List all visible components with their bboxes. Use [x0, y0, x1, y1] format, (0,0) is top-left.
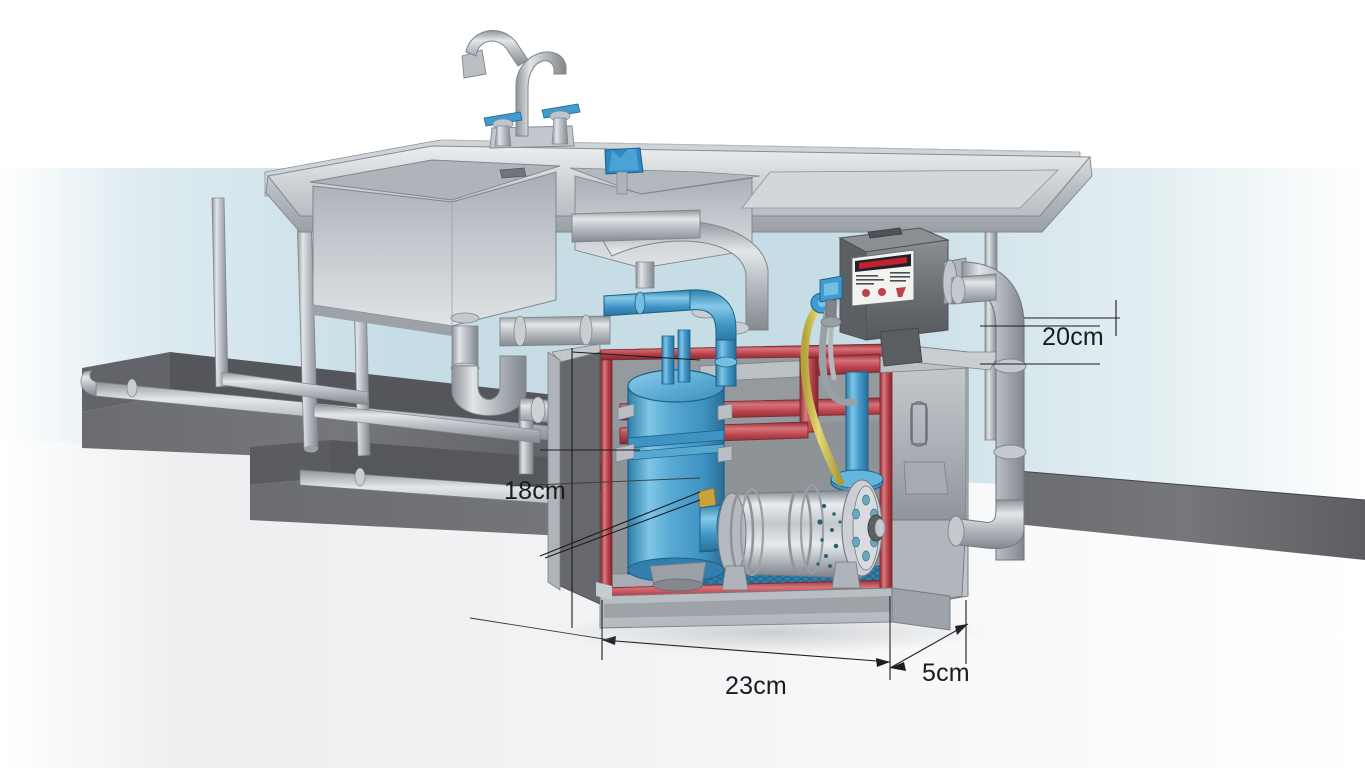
faucet-handle-right[interactable]	[541, 103, 581, 145]
outlet-pipe-collar-c	[947, 515, 965, 547]
pump-motor-unit	[699, 479, 886, 591]
pump-foot-left	[721, 565, 749, 591]
label-header-text	[859, 257, 907, 269]
cross-brace-lower	[221, 371, 369, 406]
enclosure-door-panel	[559, 349, 601, 605]
control-box-bracket	[879, 327, 923, 367]
trap-arm-nut-b	[579, 314, 593, 346]
waste-run-upper	[571, 209, 701, 243]
sink-bowl-left-rim	[309, 159, 561, 201]
label-text-lines	[856, 272, 910, 285]
control-box-label	[851, 249, 915, 307]
p-trap	[451, 355, 527, 416]
cabinet-shadow	[550, 610, 990, 654]
control-box-switch-base	[820, 316, 842, 328]
drain-elbow-left	[80, 369, 97, 397]
sink-bowl-left-front	[313, 305, 452, 336]
tailpiece-nut	[450, 312, 480, 324]
label-pictograms	[862, 287, 906, 297]
drain-collar-1	[126, 378, 138, 398]
cut-edge-right-vertical	[879, 351, 893, 593]
pump-ring-4	[799, 483, 825, 575]
blue-riser-pipe	[845, 371, 869, 481]
outlet-pipe-collar-a	[993, 358, 1027, 374]
enclosure-floor-lip	[596, 582, 612, 600]
right-bowl-tail	[635, 261, 655, 289]
control-box-switch[interactable]	[819, 275, 843, 303]
control-box-handle	[867, 227, 903, 239]
dimension-18cm	[539, 348, 701, 628]
sink-assembly	[264, 139, 1093, 336]
tank-band-upper	[627, 429, 725, 449]
tank-side-fittings	[615, 403, 733, 463]
faucet-assembly	[461, 30, 581, 149]
tailpiece-left	[451, 325, 479, 369]
dimension-label-23cm: 23cm	[725, 672, 787, 700]
dimension-label-20cm: 20cm	[1042, 323, 1104, 351]
control-box	[819, 227, 967, 367]
pump-enclosure	[547, 343, 1001, 631]
tank-top-inlet-a	[661, 335, 675, 385]
cross-brace-long	[313, 403, 541, 444]
sink-drainboard	[741, 169, 1059, 209]
dimension-label-5cm: 5cm	[922, 659, 970, 687]
dimension-label-18cm: 18cm	[504, 477, 566, 505]
deck-blue-fitting	[604, 147, 644, 195]
blue-inlet-collar	[634, 291, 646, 315]
pump-ring-3	[787, 484, 813, 576]
enclosure-latch	[911, 403, 927, 445]
outlet-pipe-collar-b	[993, 444, 1027, 460]
accumulator-tank	[615, 329, 772, 592]
dimension-20cm	[980, 300, 1120, 365]
drain-collar-2	[354, 467, 366, 487]
enclosure-door-outer	[547, 351, 561, 591]
trap-arm-nut-a	[513, 315, 527, 347]
faucet-spout	[515, 51, 567, 137]
cut-edge-left-vertical	[600, 351, 613, 605]
bowl-drain-slot	[499, 167, 527, 179]
outlet-discharge-pipe	[947, 261, 1027, 561]
enclosure-side-vent	[903, 461, 949, 495]
enclosure-right-shell	[889, 351, 967, 521]
faucet-handle-left[interactable]	[483, 111, 523, 147]
tank-top-cap	[627, 369, 725, 403]
yellow-tube-path	[800, 304, 844, 486]
tank-top-inlet-b	[677, 329, 691, 383]
pump-foot-right	[831, 561, 861, 589]
blue-inlet-pipe	[603, 289, 738, 387]
pump-ring-2	[739, 487, 765, 577]
faucet-neck	[465, 30, 529, 67]
blue-inlet-collar-2	[714, 356, 738, 368]
pump-speckles	[816, 503, 842, 568]
